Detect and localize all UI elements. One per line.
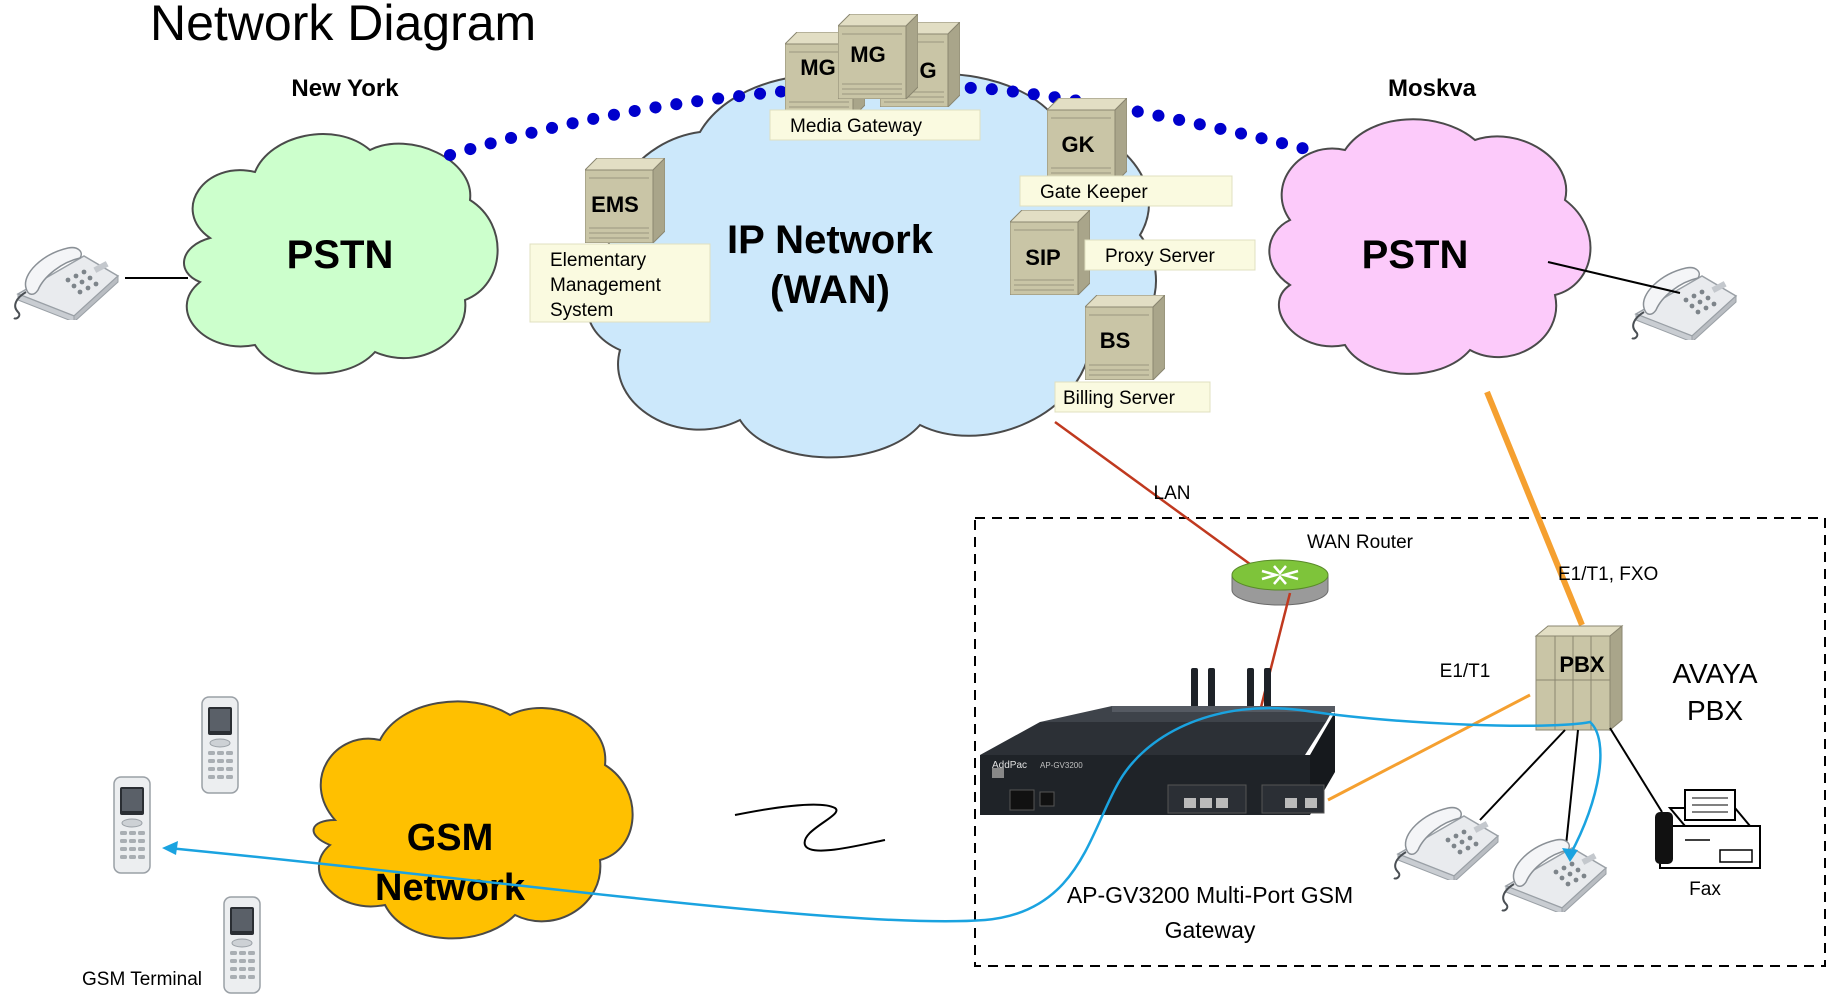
ems-label: EMS	[591, 192, 639, 217]
gateway-brand: AddPac	[992, 760, 1027, 771]
pstn-cloud-new-york	[183, 133, 499, 375]
sip-label: SIP	[1025, 245, 1060, 270]
wireless-squiggle	[734, 803, 886, 852]
phone-link-moskva	[1547, 261, 1681, 294]
desk-phone-new-york	[13, 246, 119, 320]
gsm-gateway-device	[980, 668, 1335, 815]
proxy-server-label-box	[1084, 239, 1256, 271]
billing-server-label: Billing Server	[1063, 388, 1176, 409]
ems-label-line2: Management	[550, 275, 662, 296]
billing-server-label-box	[1054, 381, 1211, 413]
gsm-arrowhead-phone	[1562, 848, 1578, 862]
e1-link	[1327, 693, 1531, 802]
fax-label: Fax	[1689, 879, 1721, 900]
city-moskva: Moskva	[1388, 75, 1477, 102]
pbx-cabinet	[1534, 624, 1624, 732]
e1-fxo-link	[1484, 390, 1585, 627]
gsm-handset-3	[223, 896, 261, 994]
gsm-handset-2	[113, 776, 151, 874]
gsm-network-label-2: Network	[375, 867, 526, 909]
media-gateway-label: Media Gateway	[790, 116, 923, 137]
gsm-terminal-label: GSM Terminal	[82, 969, 202, 990]
avaya-pbx-line1: AVAYA	[1672, 658, 1757, 689]
site-boundary-box	[974, 517, 1826, 967]
gatekeeper-label-box	[1019, 175, 1233, 207]
ems-label-box	[529, 243, 711, 323]
avaya-pbx-line2: PBX	[1687, 695, 1743, 726]
gk-label: GK	[1062, 132, 1095, 157]
gsm-handset-1	[201, 696, 239, 794]
gsm-call-path	[167, 706, 1602, 923]
gsm-network-cloud	[312, 700, 634, 940]
pbx-to-fax-link	[1609, 727, 1663, 813]
city-new-york: New York	[291, 75, 399, 102]
fax-machine-icon	[1655, 789, 1761, 869]
diagram-title: Network Diagram	[150, 0, 536, 51]
pstn-cloud-moskva	[1268, 118, 1592, 375]
gatekeeper-label: Gate Keeper	[1040, 182, 1148, 203]
gsm-network-label: GSM	[407, 817, 494, 859]
mg-front-label: MG	[800, 55, 835, 80]
mg-mid-label: MG	[850, 42, 885, 67]
wan-router-icon	[1231, 559, 1329, 606]
e1-fxo-label: E1/T1, FXO	[1558, 564, 1658, 585]
bs-label: BS	[1100, 328, 1131, 353]
pbx-label: PBX	[1559, 652, 1605, 677]
ems-label-line3: System	[550, 300, 613, 321]
proxy-server-label: Proxy Server	[1105, 246, 1215, 267]
gsm-arrowhead-terminal	[162, 841, 178, 855]
desk-phone-moskva	[1631, 266, 1737, 340]
lan-link	[1054, 420, 1266, 577]
lan-label: LAN	[1154, 483, 1191, 504]
mg-back-label: G	[919, 58, 936, 83]
ems-label-line1: Elementary	[550, 250, 647, 271]
pstn-left-label: PSTN	[287, 233, 394, 277]
desk-phone-pbx-2	[1501, 838, 1607, 912]
gateway-caption-line1: AP-GV3200 Multi-Port GSM	[1067, 882, 1353, 908]
e1-label: E1/T1	[1440, 661, 1491, 682]
pbx-to-phone2-link	[1564, 729, 1579, 856]
pstn-right-label: PSTN	[1362, 233, 1469, 277]
gateway-caption-line2: Gateway	[1165, 917, 1256, 943]
ip-network-label: IP Network	[727, 218, 934, 262]
pbx-to-phone1-link	[1479, 729, 1566, 821]
gateway-model: AP-GV3200	[1040, 761, 1083, 770]
media-gateway-label-box	[769, 109, 981, 141]
wan-router-label: WAN Router	[1307, 532, 1414, 553]
ip-network-wan-label: (WAN)	[770, 268, 890, 312]
